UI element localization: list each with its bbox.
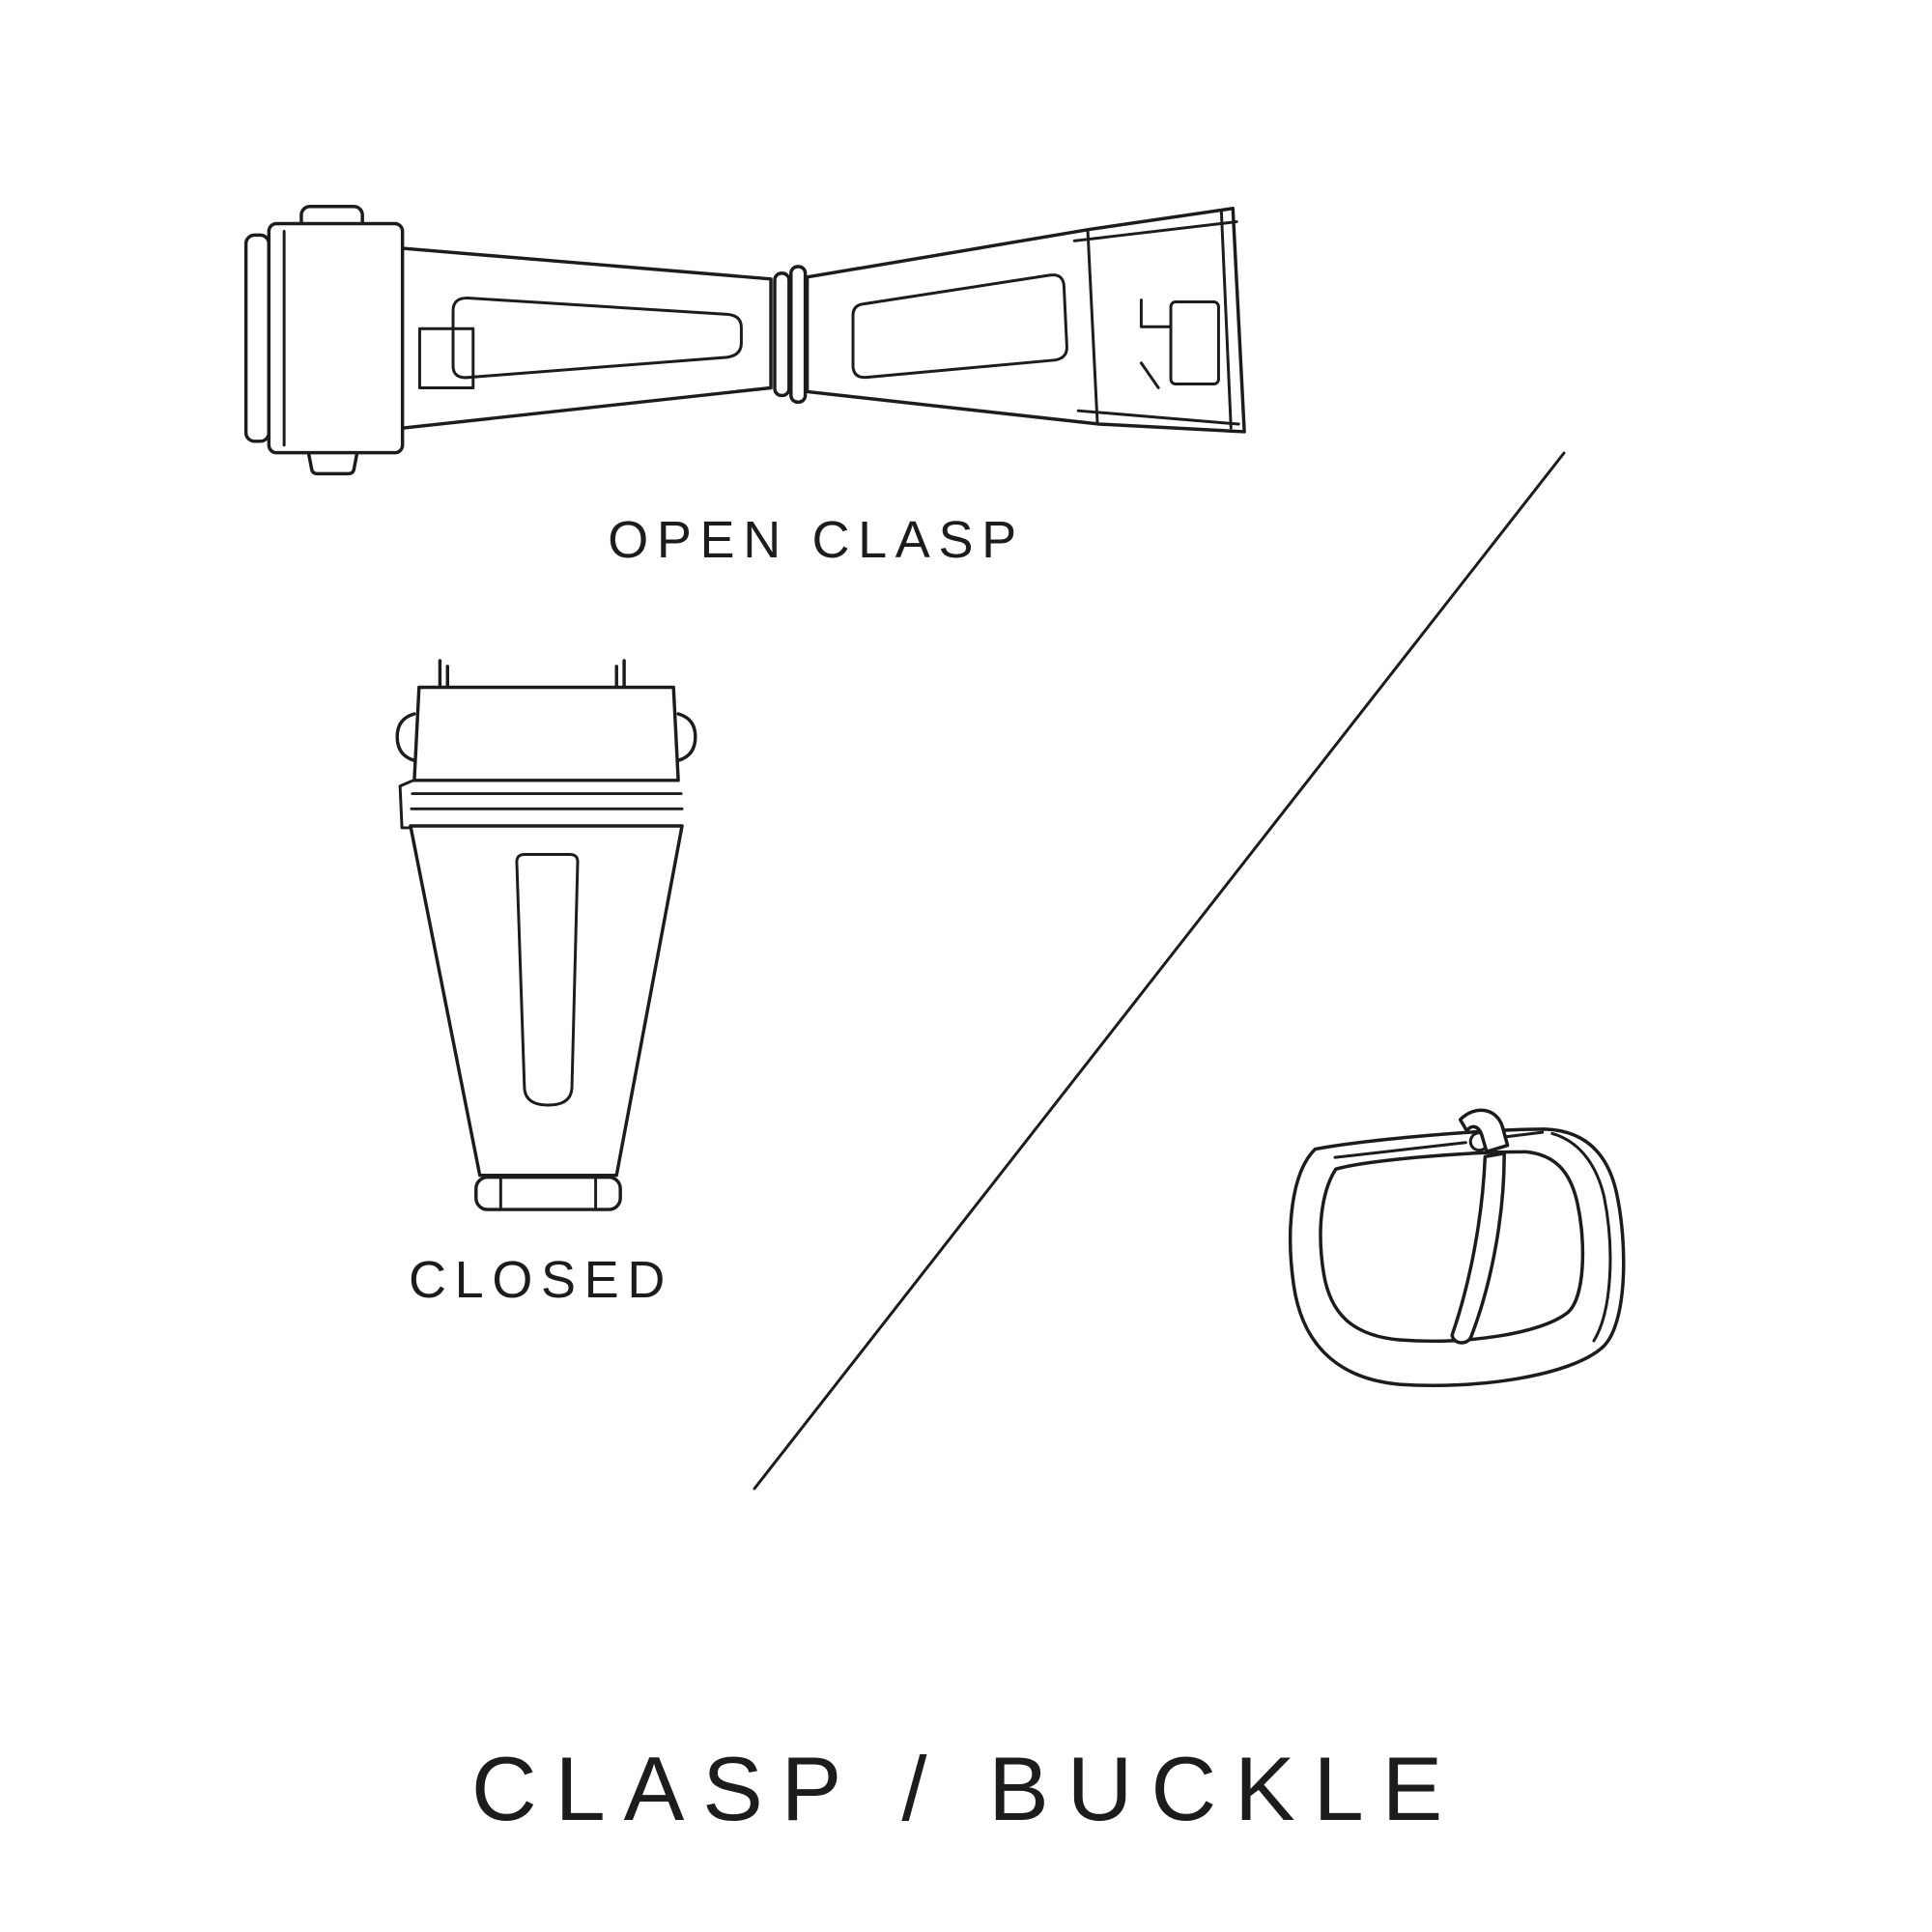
open-clasp-end-bar [243,233,271,443]
clasp-slot [515,853,580,1107]
page-title: CLASP / BUCKLE [470,1738,1462,1839]
open-clasp-hinge [773,271,791,398]
open-clasp-hinge [789,265,808,405]
clasp-body [409,824,684,1178]
buckle-illustration [1289,1108,1626,1388]
open-clasp-right-arm [805,206,1246,434]
clasp-foot [474,1175,622,1211]
buckle-tang-loop [1458,1108,1510,1153]
open-clasp-left-arm [392,246,773,430]
buckle-side-contour [1550,1131,1612,1343]
buckle-pin-bar [1333,1141,1467,1159]
open-clasp-label: OPEN CLASP [608,511,1025,569]
clasp-left-tab [398,779,415,830]
clasp-side-ear [676,712,697,762]
closed-clasp-illustration [395,659,697,1211]
closed-clasp-label: CLOSED [409,1251,673,1309]
open-clasp-end-block [267,221,405,455]
buckle-frame [1289,1127,1626,1388]
clasp-top-block [412,685,680,782]
clasp-side-ear [395,712,416,762]
open-clasp-illustration [243,205,1246,476]
buckle-tang [1450,1151,1506,1345]
